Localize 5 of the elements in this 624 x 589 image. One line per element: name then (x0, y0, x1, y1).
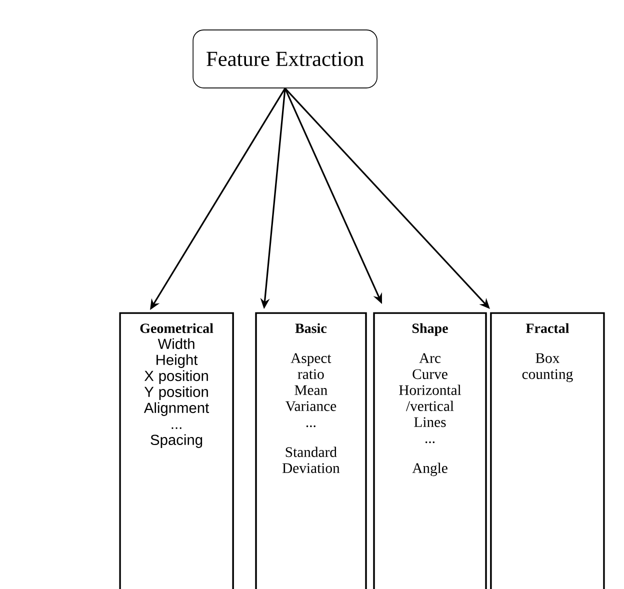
category-box: Geometrical Width Height X position Y position Alignment ... Spacing (119, 312, 234, 589)
category-box: Basic Aspect ratio Mean Variance ... Standard Deviation (255, 312, 367, 589)
category-box: Fractal Box counting (490, 312, 605, 589)
process-box: Feature Extraction (192, 30, 378, 88)
category-box: Shape Arc Curve Horizontal /vertical Lines ... Angle (373, 312, 487, 589)
